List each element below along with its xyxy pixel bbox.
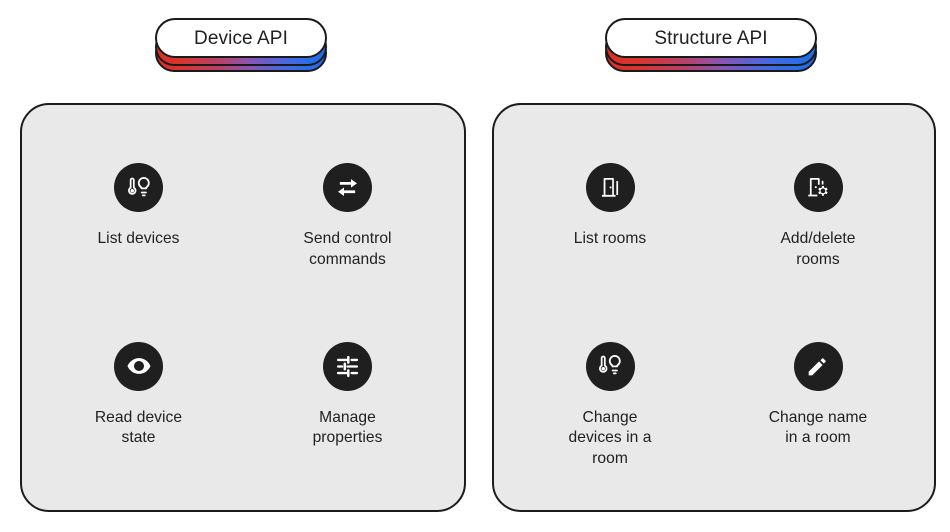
device-api-panel: List devices Send control commands [20, 103, 466, 512]
pencil-edit-icon [793, 341, 843, 391]
door-with-gear-icon [793, 163, 843, 212]
structure-api-panel: List rooms Add/delete rooms [492, 103, 936, 512]
capability-label: Read device state [94, 408, 183, 447]
tune-sliders-icon [323, 341, 372, 391]
capability-label: Send control commands [303, 230, 392, 268]
capability-add-delete-rooms: Add/delete rooms [714, 139, 922, 312]
device-api-capability-grid: List devices Send control commands [34, 139, 452, 490]
thermometer-bulb-devices-icon [114, 163, 163, 212]
swap-horizontal-arrows-icon [323, 163, 372, 212]
device-api-pill-label: Device API [194, 27, 288, 49]
capability-label: List devices [97, 230, 180, 247]
structure-api-header: Structure API [605, 18, 817, 72]
device-api-header: Device API [155, 18, 327, 72]
door-room-icon [585, 163, 635, 212]
capability-read-device-state: Read device state [34, 318, 243, 491]
capability-change-devices-in-a-room: Change devices in a room [506, 318, 714, 491]
capability-label: Change devices in a room [568, 408, 652, 467]
capability-send-control-commands: Send control commands [243, 139, 452, 312]
device-api-pill: Device API [155, 18, 327, 58]
capability-label: Manage properties [312, 408, 383, 447]
capability-label: Change name in a room [768, 408, 868, 447]
capability-change-name-in-a-room: Change name in a room [714, 318, 922, 491]
capability-label: List rooms [573, 230, 647, 247]
structure-api-capability-grid: List rooms Add/delete rooms [506, 139, 922, 490]
capability-list-devices: List devices [34, 139, 243, 312]
thermometer-bulb-devices-icon [585, 341, 635, 391]
structure-api-pill-label: Structure API [654, 27, 768, 49]
structure-api-pill: Structure API [605, 18, 817, 58]
pill-stack: Device API [155, 18, 327, 72]
eye-visibility-icon [114, 341, 163, 391]
pill-stack: Structure API [605, 18, 817, 72]
capability-list-rooms: List rooms [506, 139, 714, 312]
capability-label: Add/delete rooms [780, 230, 856, 268]
capability-manage-properties: Manage properties [243, 318, 452, 491]
